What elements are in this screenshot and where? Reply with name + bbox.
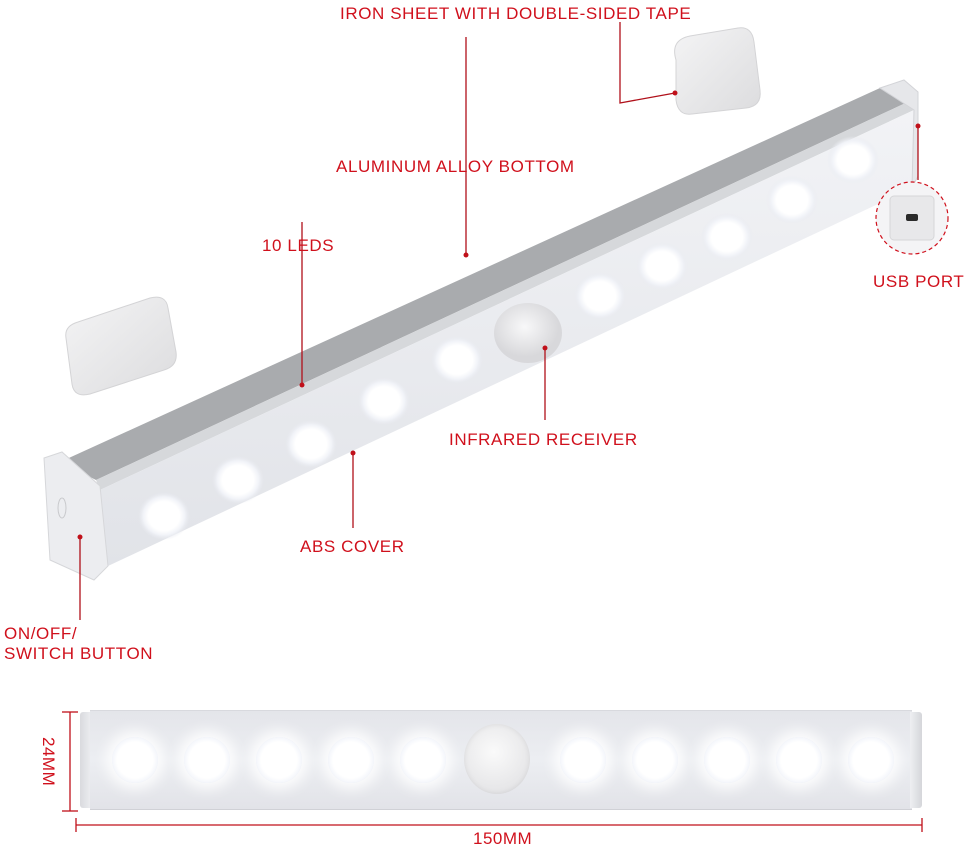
led-6 [560,737,606,783]
led-array-angled [138,136,879,540]
leader-dots [77,90,921,540]
front-view-cover [90,710,912,810]
label-aluminum-alloy-bottom: ALUMINUM ALLOY BOTTOM [336,157,575,176]
led-1 [112,737,158,783]
usb-port-inset [875,181,949,255]
led-7 [632,737,678,783]
infrared-receiver-sensor [494,303,562,363]
dimension-height: 24MM [39,737,58,787]
label-usb-port: USB PORT [873,272,965,291]
end-cap-right-front [910,712,922,808]
product-illustration [43,22,949,620]
led-10 [848,737,894,783]
label-switch-button: ON/OFF/ SWITCH BUTTON [4,624,154,663]
led-3 [256,737,302,783]
led-2 [184,737,230,783]
end-cap-left-front [80,712,92,808]
aluminum-alloy-bottom [60,88,914,490]
pir-sensor-front [464,724,530,794]
label-iron-sheet: IRON SHEET WITH DOUBLE-SIDED TAPE [340,4,692,23]
leader-lines [79,22,919,620]
front-view-bar [80,710,922,810]
switch-button [57,497,67,519]
led-5 [400,737,446,783]
label-10-leds: 10 LEDS [262,236,335,255]
label-infrared-receiver: INFRARED RECEIVER [449,430,638,449]
iron-sheet-left [65,296,177,396]
led-9 [776,737,822,783]
led-8 [704,737,750,783]
dimension-length: 150MM [473,829,533,848]
label-abs-cover: ABS COVER [300,537,405,556]
iron-sheet-right [674,27,761,115]
led-4 [328,737,374,783]
end-cap-left [43,451,109,581]
